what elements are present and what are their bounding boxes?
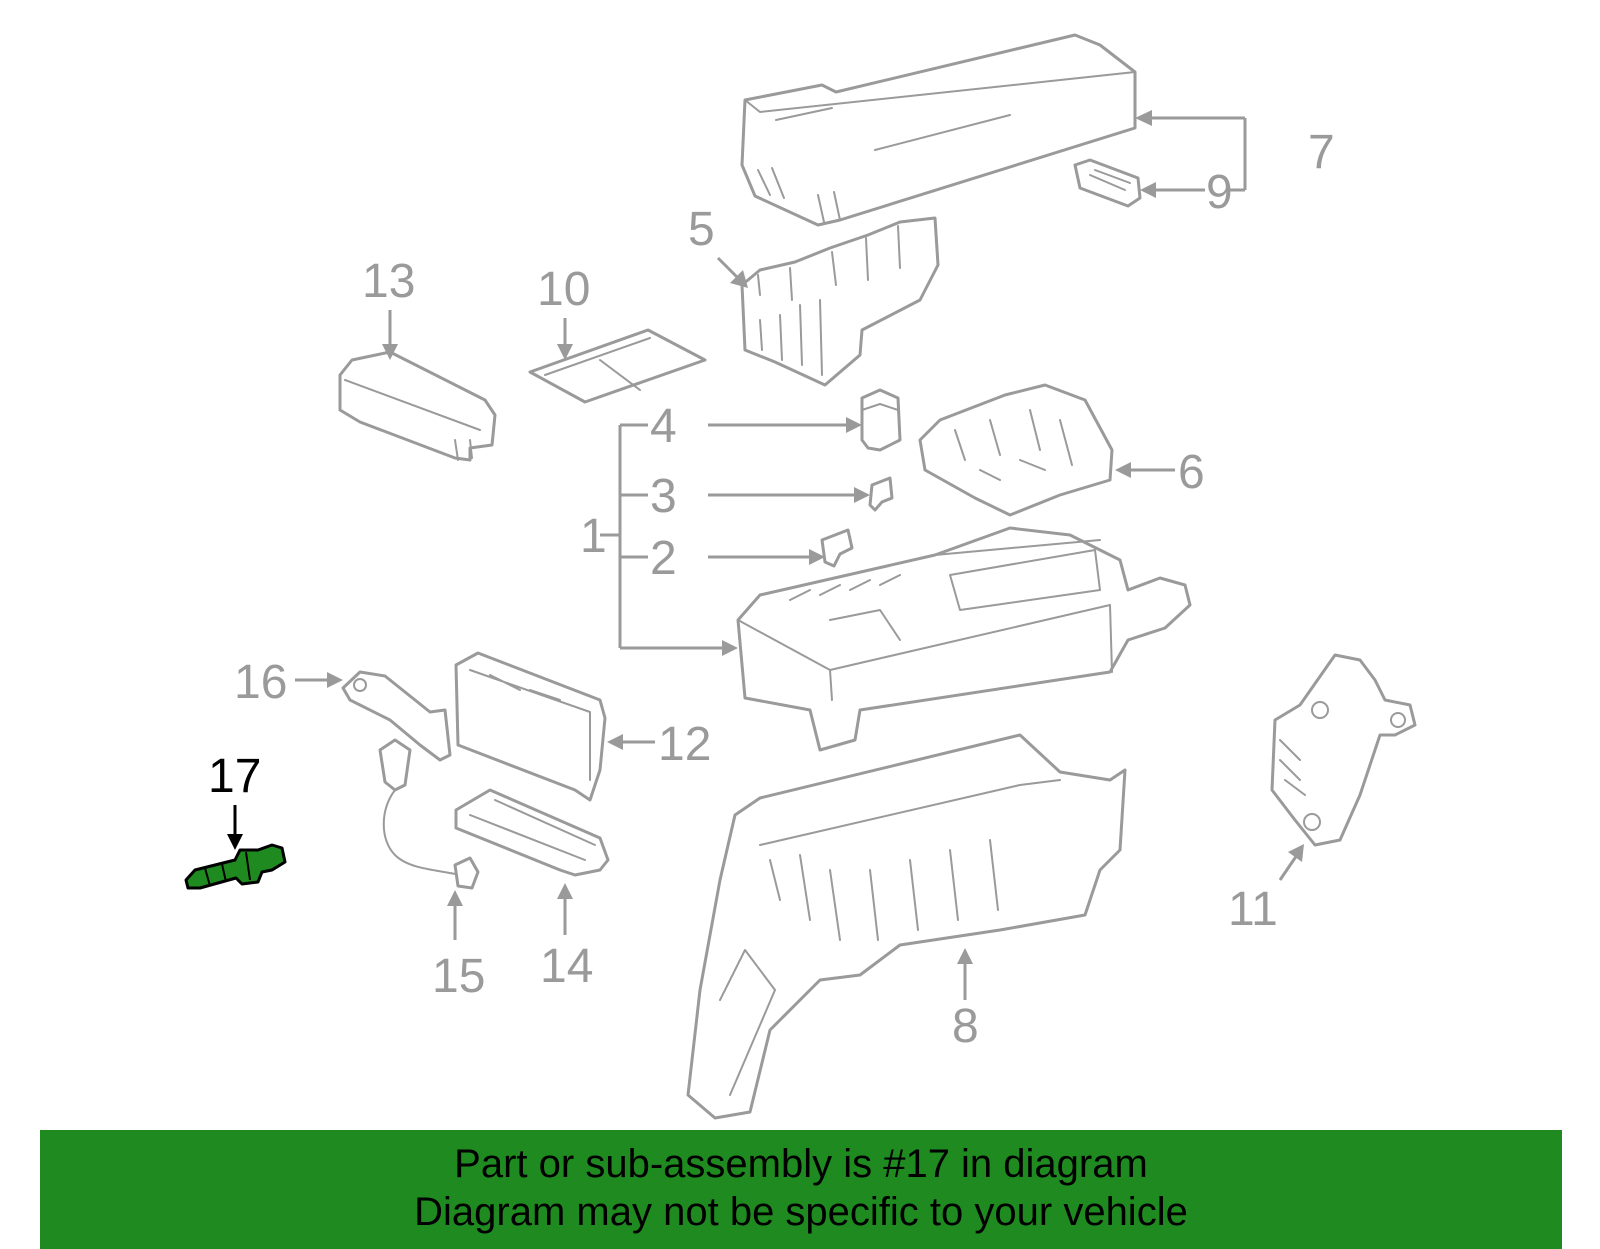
part-7-cover [740,33,1137,227]
part-2-fuse [820,528,854,568]
banner-line-1: Part or sub-assembly is #17 in diagram [454,1142,1148,1186]
callout-15: 15 [432,950,485,1003]
part-1-junction-box [736,526,1192,752]
callout-12: 12 [658,718,711,771]
part-5-relay-block [740,216,940,387]
part-17-highlighted [184,843,287,890]
callout-17: 17 [208,750,261,803]
part-8-lower-case [686,733,1127,1120]
banner-line-2: Diagram may not be specific to your vehi… [414,1190,1188,1234]
callout-2: 2 [650,532,677,585]
part-16-bracket [341,670,452,762]
part-12-tray [454,651,607,802]
part-15-harness [378,738,480,890]
part-6-relay-block [918,383,1114,517]
callout-10: 10 [537,263,590,316]
callout-1: 1 [580,510,607,563]
callout-6: 6 [1178,446,1205,499]
part-9-clip [1073,158,1142,208]
callout-3: 3 [650,470,677,523]
callout-13: 13 [362,255,415,308]
callout-11: 11 [1228,883,1278,936]
callout-9: 9 [1206,166,1233,219]
part-3-fuse [868,476,894,512]
callout-16: 16 [234,656,287,709]
leader-lines [227,110,1304,1000]
part-11-bracket [1270,653,1417,847]
callout-labels: 1 2 3 4 5 6 7 8 9 10 11 12 13 14 15 16 1… [208,126,1335,1053]
callout-8: 8 [952,1000,979,1053]
part-10-label [528,328,707,404]
part-14-tray [454,788,610,877]
callout-4: 4 [650,400,677,453]
info-banner: Part or sub-assembly is #17 in diagram D… [40,1130,1562,1249]
callout-7: 7 [1308,126,1335,179]
callout-14: 14 [540,940,593,993]
callout-5: 5 [688,203,715,256]
part-4-relay [860,388,902,452]
part-13-cover [338,350,497,462]
